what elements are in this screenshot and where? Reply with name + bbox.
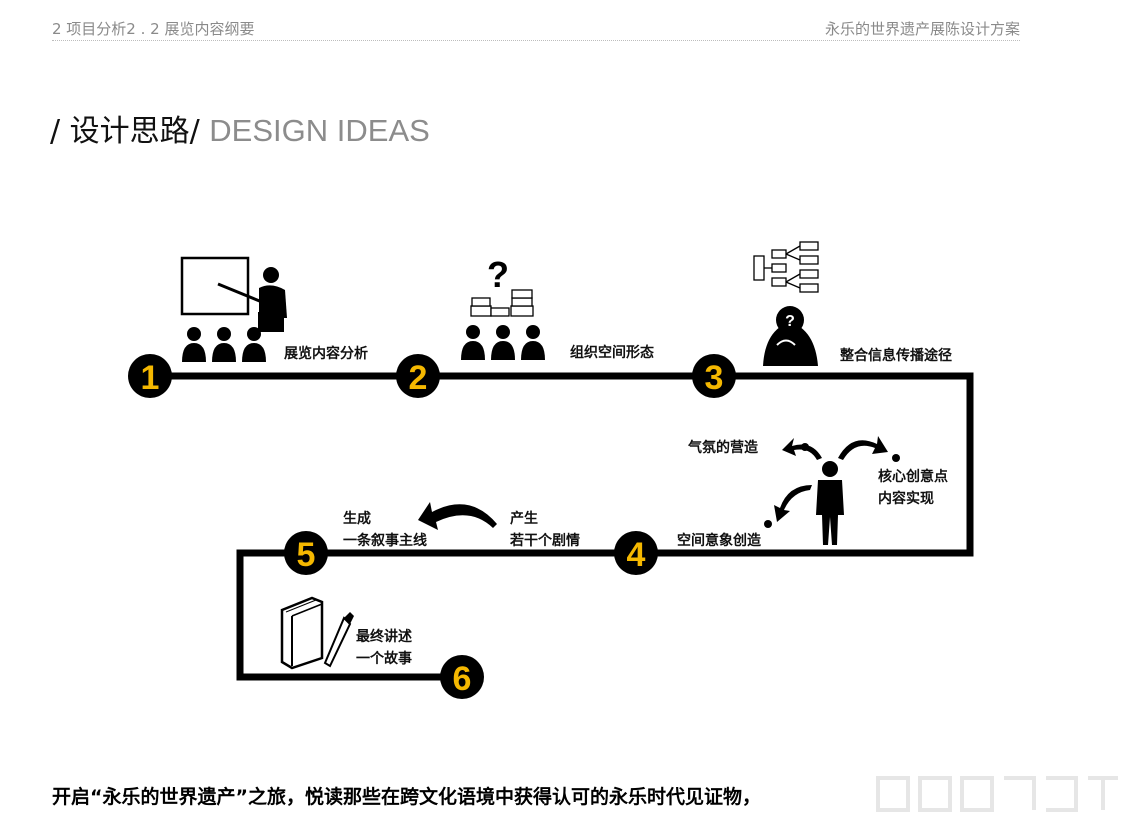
step-number-2: 2 (409, 359, 428, 397)
footer-text: 开启“永乐的世界遗产”之旅，悦读那些在跨文化语境中获得认可的永乐时代见证物， (52, 786, 761, 808)
header-divider (52, 40, 1020, 41)
step-label-4: 空间意象创造 (677, 532, 761, 549)
bullet-dot (764, 520, 772, 528)
step-number-1: 1 (141, 359, 160, 397)
step-number-6: 6 (453, 660, 472, 698)
question-boxes-audience-icon: ? (461, 254, 545, 360)
annotation-core-line2: 内容实现 (878, 490, 934, 507)
book-and-pen-icon (280, 596, 354, 670)
curved-arrow-icon (418, 436, 888, 530)
step-label-3: 整合信息传播途径 (839, 347, 952, 364)
svg-text:?: ? (487, 254, 509, 295)
step-label-5-line1: 生成 (343, 510, 371, 527)
step-node-4: 4 (614, 531, 658, 575)
presentation-audience-icon (180, 256, 287, 362)
step-number-4: 4 (627, 536, 646, 574)
annotation-produce-line1: 产生 (510, 510, 538, 527)
project-title: 永乐的世界遗产展陈设计方案 (824, 20, 1020, 38)
step-label-6-line2: 一个故事 (356, 650, 412, 667)
step-node-5: 5 (284, 531, 328, 575)
step-node-6: 6 (440, 655, 484, 699)
breadcrumb: 2 项目分析2 . 2 展览内容纲要 (52, 20, 255, 38)
annotation-produce-line2: 若干个剧情 (509, 532, 580, 549)
bullet-dot (892, 454, 900, 462)
step-node-2: 2 (396, 354, 440, 398)
step-label-6-line1: 最终讲述 (356, 628, 412, 645)
annotation-atmosphere: 气氛的营造 (687, 439, 758, 456)
step-number-3: 3 (705, 359, 724, 397)
step-node-1: 1 (128, 354, 172, 398)
annotation-core-line1: 核心创意点 (878, 468, 948, 485)
step-label-2: 组织空间形态 (570, 344, 654, 361)
bullet-dot (801, 443, 809, 451)
watermark-logo (876, 776, 1118, 812)
title-en: DESIGN IDEAS (209, 113, 430, 148)
step-label-5-line2: 一条叙事主线 (343, 532, 427, 549)
step-label-1: 展览内容分析 (284, 345, 368, 362)
step-node-3: 3 (692, 354, 736, 398)
title-cn: / 设计思路/ (50, 114, 210, 149)
standing-person-icon (816, 461, 844, 545)
svg-text:?: ? (785, 313, 795, 330)
process-path (150, 372, 974, 681)
page-title: / 设计思路/ DESIGN IDEAS (50, 106, 430, 150)
step-number-5: 5 (297, 536, 316, 574)
org-chart-thinker-icon: ? (753, 241, 819, 366)
